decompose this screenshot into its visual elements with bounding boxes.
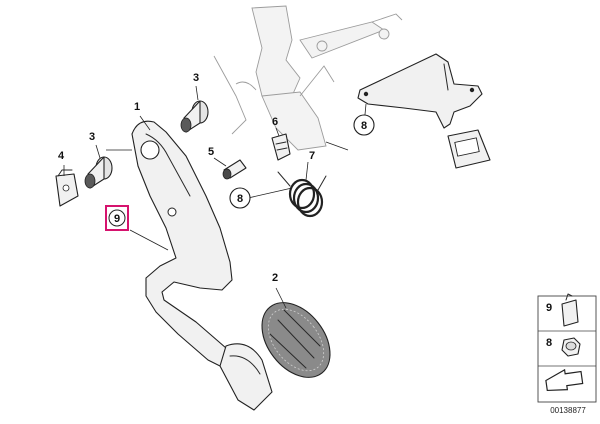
svg-text:5: 5 <box>208 146 214 158</box>
direction-arrow-icon <box>545 368 584 392</box>
pivot-pin <box>222 159 247 180</box>
legend-panel: 9 8 <box>537 293 597 403</box>
svg-text:3: 3 <box>193 72 199 84</box>
svg-text:2: 2 <box>272 272 278 284</box>
mounting-bracket <box>357 53 491 169</box>
callout-4: 4 <box>58 150 65 162</box>
bushing-lower <box>84 156 113 189</box>
callout-8-lower: 8 <box>229 187 251 209</box>
svg-text:9: 9 <box>114 213 120 225</box>
svg-text:8: 8 <box>546 337 552 349</box>
callout-2: 2 <box>272 272 278 284</box>
pedal-pad <box>261 302 331 378</box>
bushing-upper <box>180 100 209 133</box>
retaining-clip <box>55 169 79 207</box>
return-spring <box>277 171 327 218</box>
callout-8-upper: 8 <box>353 114 375 136</box>
callout-3-lower: 3 <box>89 131 95 143</box>
callout-5: 5 <box>208 146 214 158</box>
svg-text:8: 8 <box>361 120 367 132</box>
callout-3-upper: 3 <box>193 72 199 84</box>
bracket-clip <box>271 133 291 161</box>
callout-6: 6 <box>272 116 278 128</box>
background-structure <box>213 5 403 151</box>
svg-text:3: 3 <box>89 131 95 143</box>
legend-item-8: 8 <box>546 337 581 357</box>
svg-text:8: 8 <box>237 193 243 205</box>
svg-text:6: 6 <box>272 116 278 128</box>
callout-1: 1 <box>134 101 140 113</box>
callout-7: 7 <box>309 150 315 162</box>
callout-9-highlight: 9 <box>105 205 129 231</box>
legend-item-9: 9 <box>546 293 579 327</box>
svg-text:4: 4 <box>58 150 65 162</box>
svg-text:7: 7 <box>309 150 315 162</box>
catalog-number: 00138877 <box>550 406 586 415</box>
clutch-pedal-arm <box>131 120 273 411</box>
svg-text:9: 9 <box>546 302 552 314</box>
svg-text:1: 1 <box>134 101 140 113</box>
